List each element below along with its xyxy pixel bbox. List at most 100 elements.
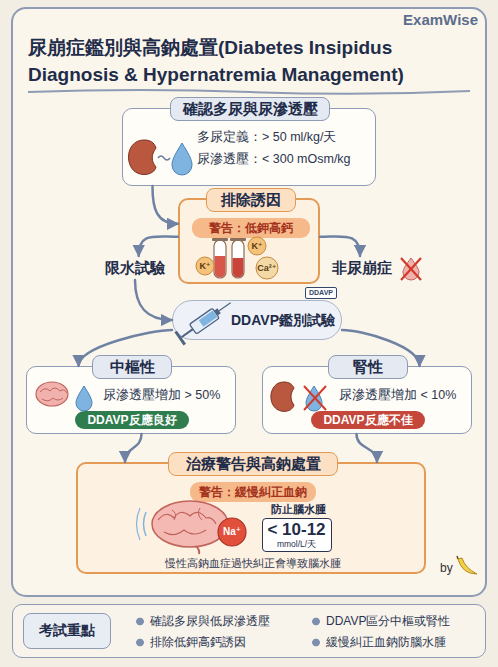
ion-label: Na⁺ — [220, 525, 244, 539]
flow-arrow — [320, 236, 360, 256]
brain-icon — [36, 382, 68, 406]
ion-label: K⁺ — [247, 239, 267, 253]
brand-mark: ExamWise — [390, 11, 478, 29]
swollen-brain-part — [196, 546, 199, 554]
drop-icon — [172, 143, 192, 175]
outcome-text: 非尿崩症 — [330, 256, 430, 280]
treatment-box: 治療警告與高鈉處置慢性高鈉血症過快糾正會導致腦水腫警告：緩慢糾正血鈉防止腦水腫<… — [76, 462, 426, 574]
key-point: 緩慢糾正血鈉防腦水腫 — [311, 634, 483, 651]
flow-arrow — [135, 280, 172, 320]
limit-unit: mmol/L/天 — [263, 539, 330, 549]
result-heading: 腎性 — [328, 355, 408, 379]
test-tube-icon — [212, 238, 246, 278]
result-box: 腎性尿滲透壓增加 < 10%DDAVP反應不佳 — [262, 366, 472, 434]
brain-icon-part — [42, 398, 63, 401]
wave-symbol-part — [158, 156, 170, 160]
warning-pill: 警告：緩慢糾正血鈉 — [190, 482, 316, 502]
step-text: 限水試驗 — [98, 257, 172, 279]
blocked-drop-icon-part — [306, 386, 322, 411]
not-di-icon-part — [403, 258, 419, 280]
syringe-icon-part — [189, 308, 219, 334]
key-points-heading: 考試重點 — [23, 613, 111, 649]
flow-arrow — [152, 186, 178, 224]
kidney-icon — [129, 140, 156, 175]
banana-icon-part — [457, 556, 458, 559]
kidney-icon-part — [129, 140, 156, 175]
criteria-text: 尿滲透壓：< 300 mOsm/kg — [197, 151, 373, 167]
result-text: 尿滲透壓增加 > 50% — [103, 387, 233, 403]
kidney-icon — [271, 382, 294, 411]
key-point: DDAVP區分中樞或腎性 — [311, 613, 483, 630]
blocked-drop-icon-part — [304, 386, 326, 410]
ion-bubble-part — [196, 257, 214, 275]
response-text: DDAVP反應不佳 — [311, 411, 425, 429]
step-text: DDAVP鑑別試驗 — [231, 310, 341, 330]
swollen-brain-part — [218, 518, 246, 546]
ion-bubble — [196, 237, 278, 279]
banana-icon-part — [458, 558, 477, 574]
test-tube-icon-part — [212, 238, 228, 241]
swollen-brain — [137, 501, 247, 554]
flow-arrow — [357, 434, 378, 462]
warning-box: 排除誘因警告：低鉀高鈣 — [178, 198, 320, 284]
warning-text: 警告：低鉀高鈣 — [192, 218, 310, 238]
syringe-icon-part — [214, 308, 221, 315]
drop-icon-part — [76, 386, 92, 411]
blocked-drop-icon — [304, 386, 326, 411]
limit-box: 防止腦水腫< 10-12mmol/L/天 — [262, 518, 332, 552]
syringe-icon-part — [219, 303, 230, 311]
step-heading: 確認多尿與尿滲透壓 — [170, 97, 330, 121]
ion-bubble-part — [256, 257, 278, 279]
treatment-note: 慢性高鈉血症過快糾正會導致腦水腫 — [88, 556, 418, 571]
key-point: 排除低鉀高鈣誘因 — [135, 634, 309, 651]
treatment-heading: 治療警告與高鈉處置 — [168, 452, 338, 476]
result-text: 尿滲透壓增加 < 10% — [339, 387, 469, 403]
test-tube-icon-part — [214, 240, 226, 278]
test-tube-icon-part — [232, 240, 244, 278]
ion-label: K⁺ — [195, 259, 215, 273]
step-box: 確認多尿與尿滲透壓多尿定義：> 50 ml/kg/天尿滲透壓：< 300 mOs… — [122, 108, 376, 186]
criteria-text: 多尿定義：> 50 ml/kg/天 — [197, 129, 373, 145]
title-underline — [28, 90, 470, 94]
swollen-brain-part — [172, 508, 202, 520]
flow-arrow — [125, 434, 142, 462]
response-pill: DDAVP反應良好 — [75, 411, 189, 429]
outer-frame — [12, 8, 486, 596]
ion-label: Ca²⁺ — [255, 261, 279, 275]
credit-text: by — [440, 561, 458, 575]
brain-icon-part — [36, 382, 68, 406]
key-point: 確認多尿與低尿滲透壓 — [135, 613, 309, 630]
result-heading: 中樞性 — [92, 355, 172, 379]
wave-symbol — [158, 156, 170, 160]
drop-icon-part — [172, 143, 192, 175]
warning-text: 警告：緩慢糾正血鈉 — [190, 482, 316, 502]
not-di-icon-part — [401, 258, 421, 280]
banana-icon — [457, 556, 477, 574]
test-tube-icon-part — [215, 256, 226, 277]
swollen-brain-part — [137, 508, 141, 540]
test-step: 限水試驗 — [98, 256, 172, 280]
drop-icon — [76, 386, 92, 411]
drug-tag: DDAVP — [305, 287, 337, 299]
swollen-brain-part — [144, 512, 147, 536]
limit-heading: 防止腦水腫 — [257, 502, 339, 516]
diagram-title: 尿崩症鑑別與高鈉處置(Diabetes Insipidus Diagnosis … — [28, 34, 468, 88]
flow-arrow — [139, 236, 178, 256]
not-di-icon-part — [401, 258, 421, 280]
flow-arrow — [342, 330, 420, 366]
response-text: DDAVP反應良好 — [75, 411, 189, 429]
syringe-icon-part — [199, 310, 218, 326]
kidney-icon-part — [271, 382, 294, 411]
test-tube-icon-part — [233, 258, 244, 277]
limit-value: < 10-12 — [263, 520, 330, 540]
flow-arrow — [79, 330, 173, 366]
result-box: 中樞性尿滲透壓增加 > 50%DDAVP反應良好 — [26, 366, 236, 434]
blocked-drop-icon-part — [304, 386, 326, 410]
syringe-icon-part — [181, 329, 192, 337]
syringe-icon — [174, 296, 235, 345]
not-di-icon — [401, 258, 421, 280]
syringe-icon-part — [174, 331, 186, 346]
